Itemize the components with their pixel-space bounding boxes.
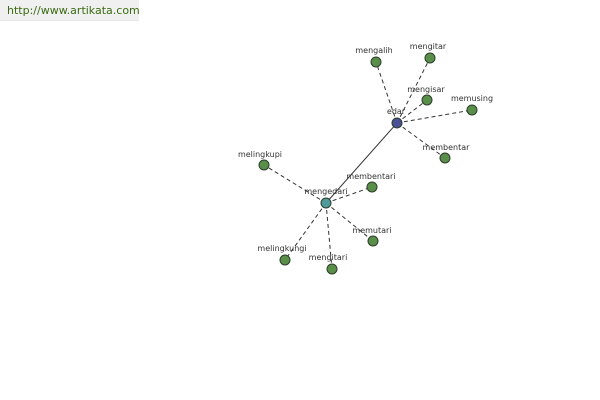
edge-mengedari-melingkungi: [284, 202, 327, 261]
node-label-memusing[interactable]: memusing: [451, 94, 493, 103]
edge-edar-mengalih: [375, 61, 398, 124]
node-mengalih[interactable]: [370, 56, 382, 68]
node-label-edar[interactable]: edar: [387, 107, 406, 116]
node-mengitari[interactable]: [326, 263, 338, 275]
node-label-memutari[interactable]: memutari: [352, 226, 391, 235]
node-melingkungi[interactable]: [279, 254, 291, 266]
edge-mengedari-melingkupi: [263, 164, 327, 204]
node-mengisar[interactable]: [421, 94, 433, 106]
edge-mengedari-membentari: [325, 186, 373, 204]
node-label-mengisar[interactable]: mengisar: [407, 85, 445, 94]
edge-mengedari-memutari: [325, 202, 374, 242]
edge-edar-mengitar: [396, 57, 431, 124]
node-membentar[interactable]: [439, 152, 451, 164]
node-melingkupi[interactable]: [258, 159, 270, 171]
node-label-melingkupi[interactable]: melingkupi: [238, 150, 282, 159]
node-mengitar[interactable]: [424, 52, 436, 64]
node-mengedari[interactable]: [320, 197, 332, 209]
node-label-mengitar[interactable]: mengitar: [410, 42, 447, 51]
edge-edar-mengisar: [396, 99, 428, 124]
node-memutari[interactable]: [367, 235, 379, 247]
site-banner: http://www.artikata.com: [0, 0, 140, 21]
node-layer: [258, 52, 478, 275]
node-label-mengitari[interactable]: mengitari: [309, 253, 348, 262]
node-edar[interactable]: [391, 117, 403, 129]
node-label-membentari[interactable]: membentari: [346, 172, 395, 181]
node-label-melingkungi[interactable]: melingkungi: [257, 244, 306, 253]
node-membentari[interactable]: [366, 181, 378, 193]
node-memusing[interactable]: [466, 104, 478, 116]
edge-edar-membentar: [396, 122, 446, 159]
node-label-mengedari[interactable]: mengedari: [304, 187, 347, 196]
node-label-mengalih[interactable]: mengalih: [355, 46, 392, 55]
edge-layer: [263, 57, 473, 270]
node-label-membentar[interactable]: membentar: [423, 143, 471, 152]
label-layer: edar mengedari mengalih mengitar mengisar mem…: [238, 42, 493, 262]
site-url-link[interactable]: http://www.artikata.com: [7, 4, 140, 17]
edge-edar-memusing: [396, 109, 473, 124]
edge-edar-mengedari: [325, 122, 398, 204]
